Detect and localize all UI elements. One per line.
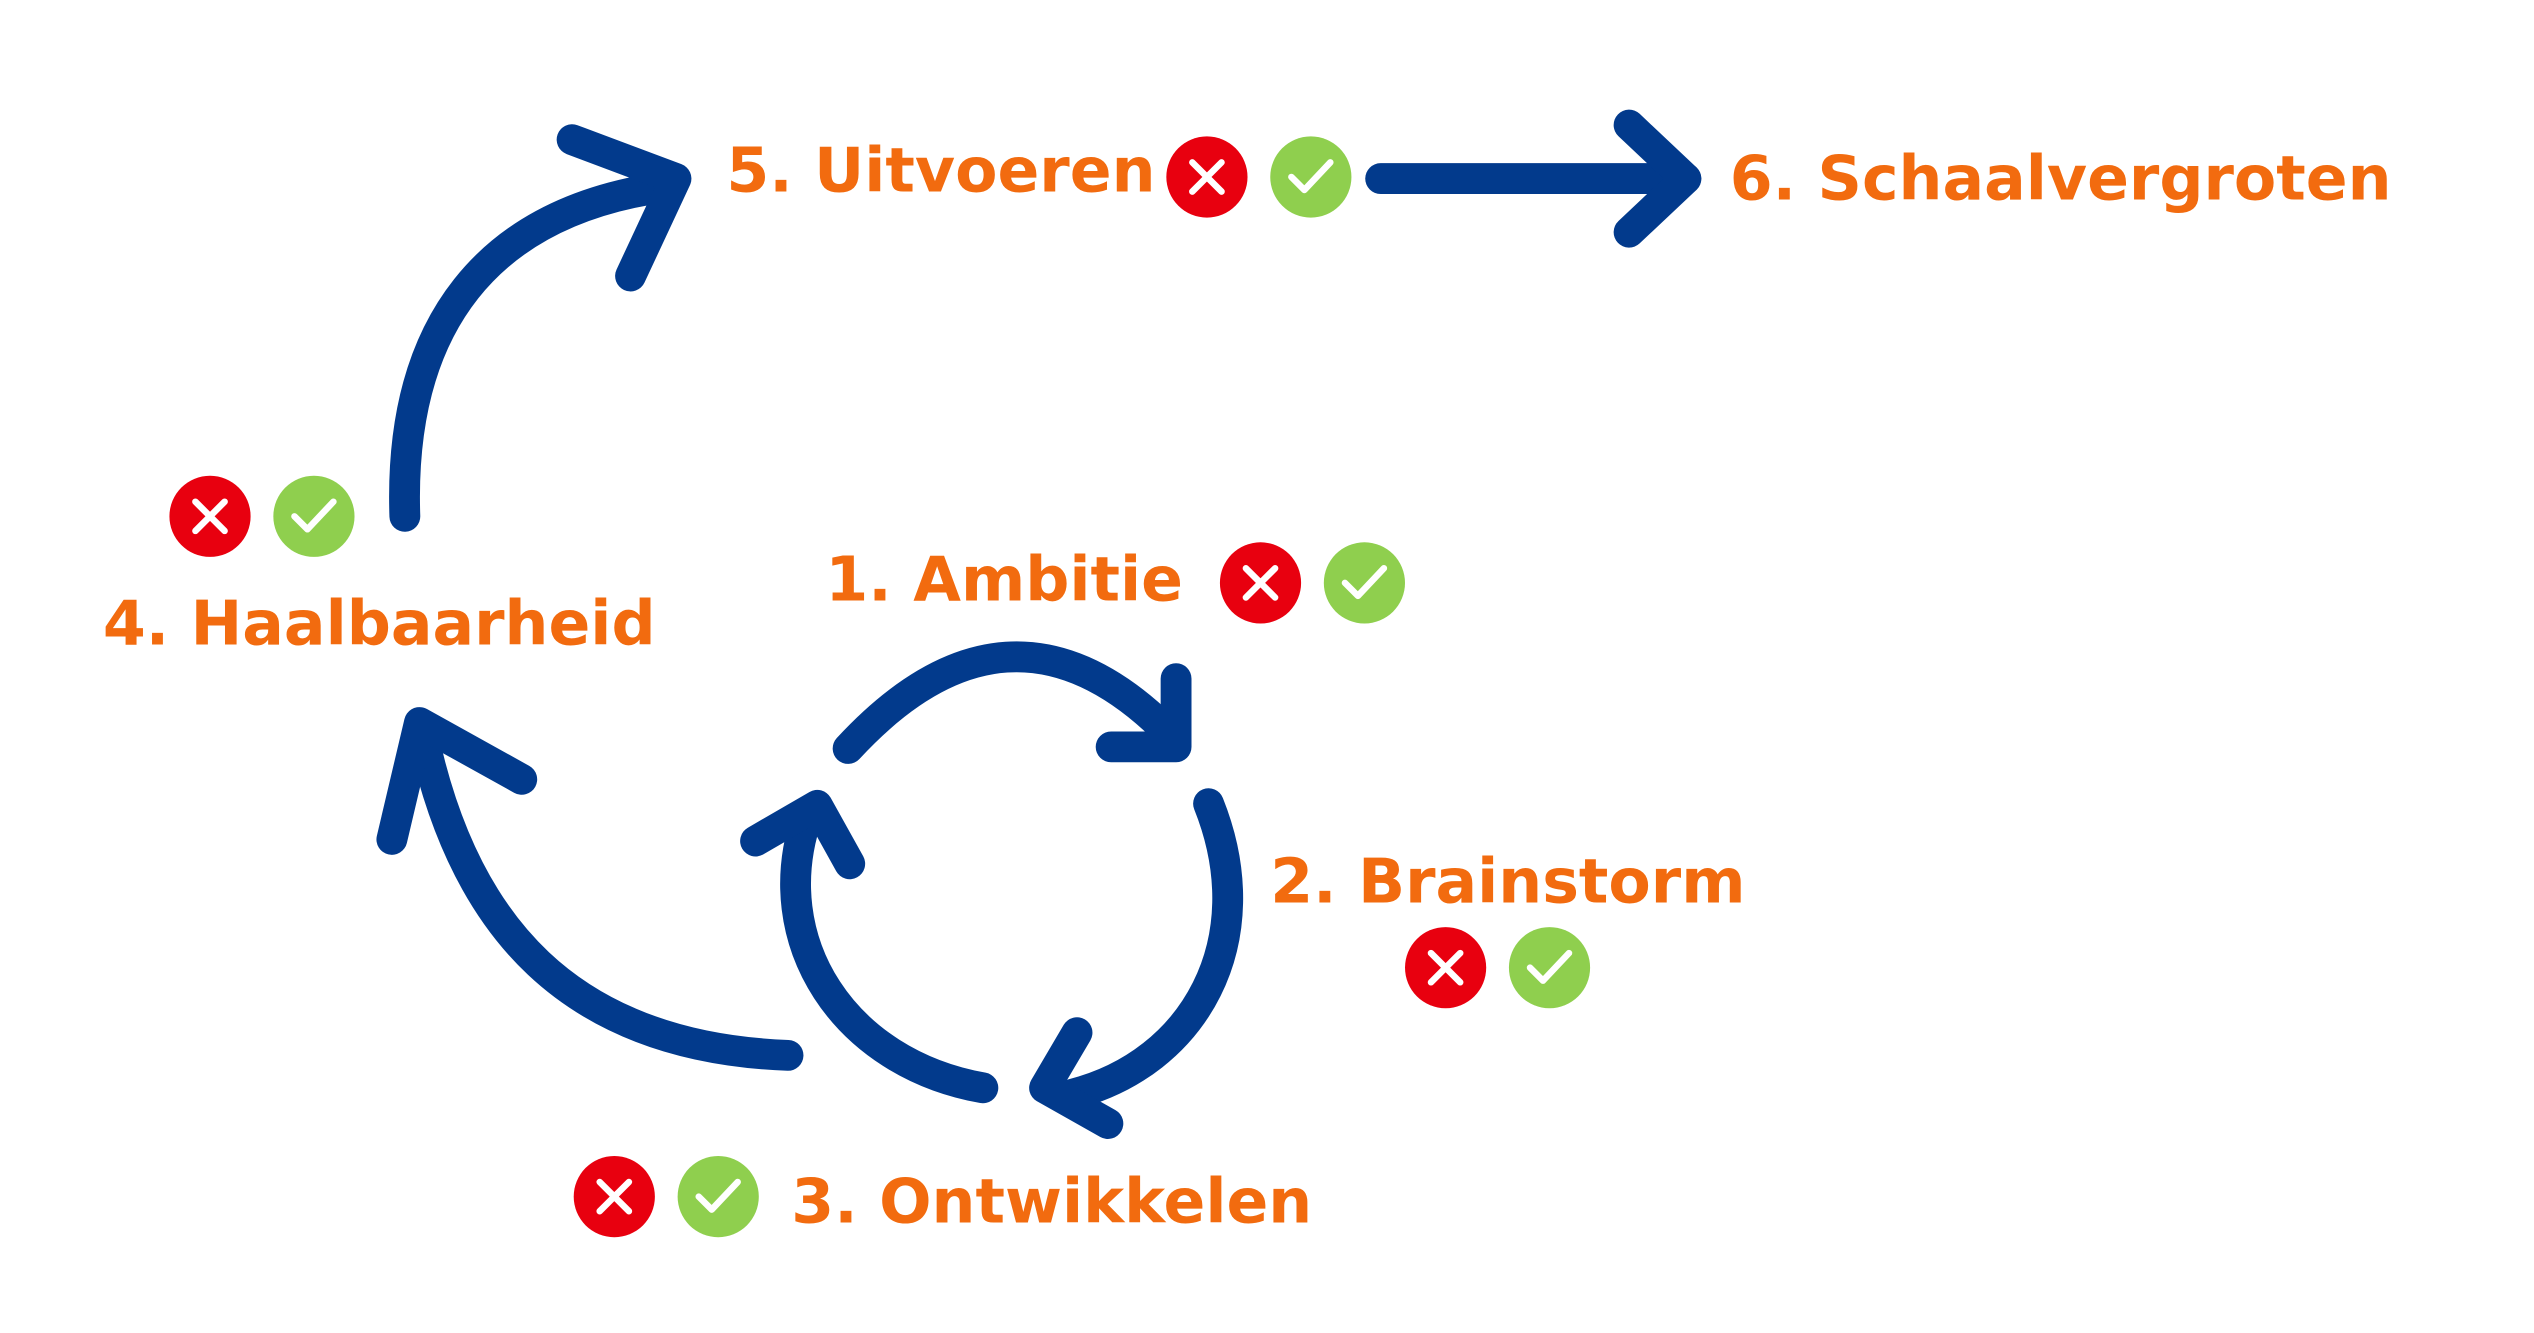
arrow-1-to-2 — [832, 641, 1192, 764]
step-3-reject-icon[interactable] — [574, 1156, 655, 1237]
step-6-label: 6. Schaalvergroten — [1730, 143, 2392, 215]
step-4-approve-icon[interactable] — [273, 476, 354, 557]
step-4-label: 4. Haalbaarheid — [103, 588, 656, 660]
step-1-reject-icon[interactable] — [1220, 542, 1301, 623]
step-5-reject-icon[interactable] — [1166, 136, 1247, 217]
step-5-approve-icon[interactable] — [1270, 136, 1351, 217]
step-1-label: 1. Ambitie — [825, 544, 1183, 616]
step-1-approve-icon[interactable] — [1324, 542, 1405, 623]
step-2-reject-icon[interactable] — [1405, 927, 1486, 1008]
arrow-5-to-6 — [1365, 109, 1702, 248]
step-2-approve-icon[interactable] — [1509, 927, 1590, 1008]
step-5-label: 5. Uitvoeren — [726, 135, 1155, 207]
step-3-approve-icon[interactable] — [678, 1156, 759, 1237]
arrow-4-to-5 — [389, 124, 692, 532]
step-3-label: 3. Ontwikkelen — [791, 1166, 1312, 1238]
arrow-3-to-1 — [740, 789, 999, 1104]
step-2-label: 2. Brainstorm — [1270, 846, 1745, 918]
arrow-2-to-3 — [1029, 788, 1244, 1139]
arrow-3-to-4 — [376, 707, 804, 1071]
step-4-reject-icon[interactable] — [169, 476, 250, 557]
